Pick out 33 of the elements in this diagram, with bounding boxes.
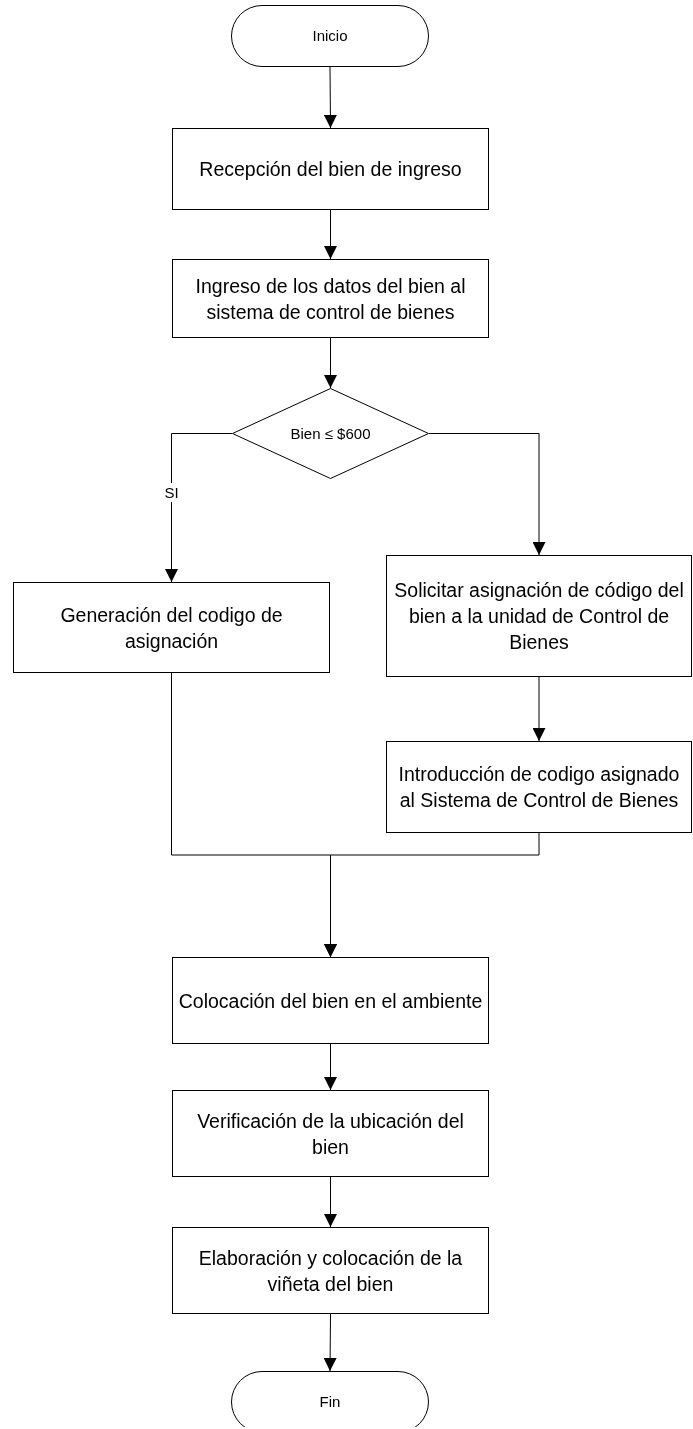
step-text: Introducción de codigo asignado al Sistema de Control de Bienes <box>397 762 681 813</box>
process-box <box>386 741 692 833</box>
arrow <box>428 433 546 556</box>
step-text: Solicitar asignación de código del bien a la unidad de Control de Bienes <box>393 578 685 655</box>
step-text: Inicio <box>312 27 348 44</box>
arrow <box>323 66 337 129</box>
terminator-shape <box>231 1371 429 1427</box>
arrow <box>324 209 337 260</box>
step-text: Generación del codigo de asignación <box>59 602 284 654</box>
process-box <box>172 1090 489 1177</box>
arrow <box>165 433 233 583</box>
step-text: Ingreso de los datos del bien al sistema de control de bienes <box>194 273 467 325</box>
step-text: Bien ≤ $600 <box>290 425 371 442</box>
process-box <box>172 957 489 1044</box>
process-box <box>13 582 330 673</box>
process-box <box>172 128 489 210</box>
arrow <box>324 832 540 958</box>
process-box <box>172 1227 489 1314</box>
terminator-shape <box>231 5 429 67</box>
process-box <box>386 555 692 677</box>
step-text: Recepción del bien de ingreso <box>199 157 462 182</box>
step-text: Elaboración y colocación de la viñeta del bien <box>197 1245 464 1297</box>
arrow <box>324 1176 337 1228</box>
step-text: Fin <box>319 1393 341 1410</box>
step-text: Colocación del bien en el ambiente <box>178 988 483 1014</box>
arrow <box>324 1043 337 1091</box>
arrow <box>324 337 337 389</box>
edge-label: SI <box>164 483 179 503</box>
decision-diamond <box>232 388 429 479</box>
step-text: Verificación de la ubicación del bien <box>196 1108 465 1160</box>
process-box <box>172 259 489 338</box>
arrow <box>323 1313 337 1372</box>
arrow <box>532 676 546 742</box>
